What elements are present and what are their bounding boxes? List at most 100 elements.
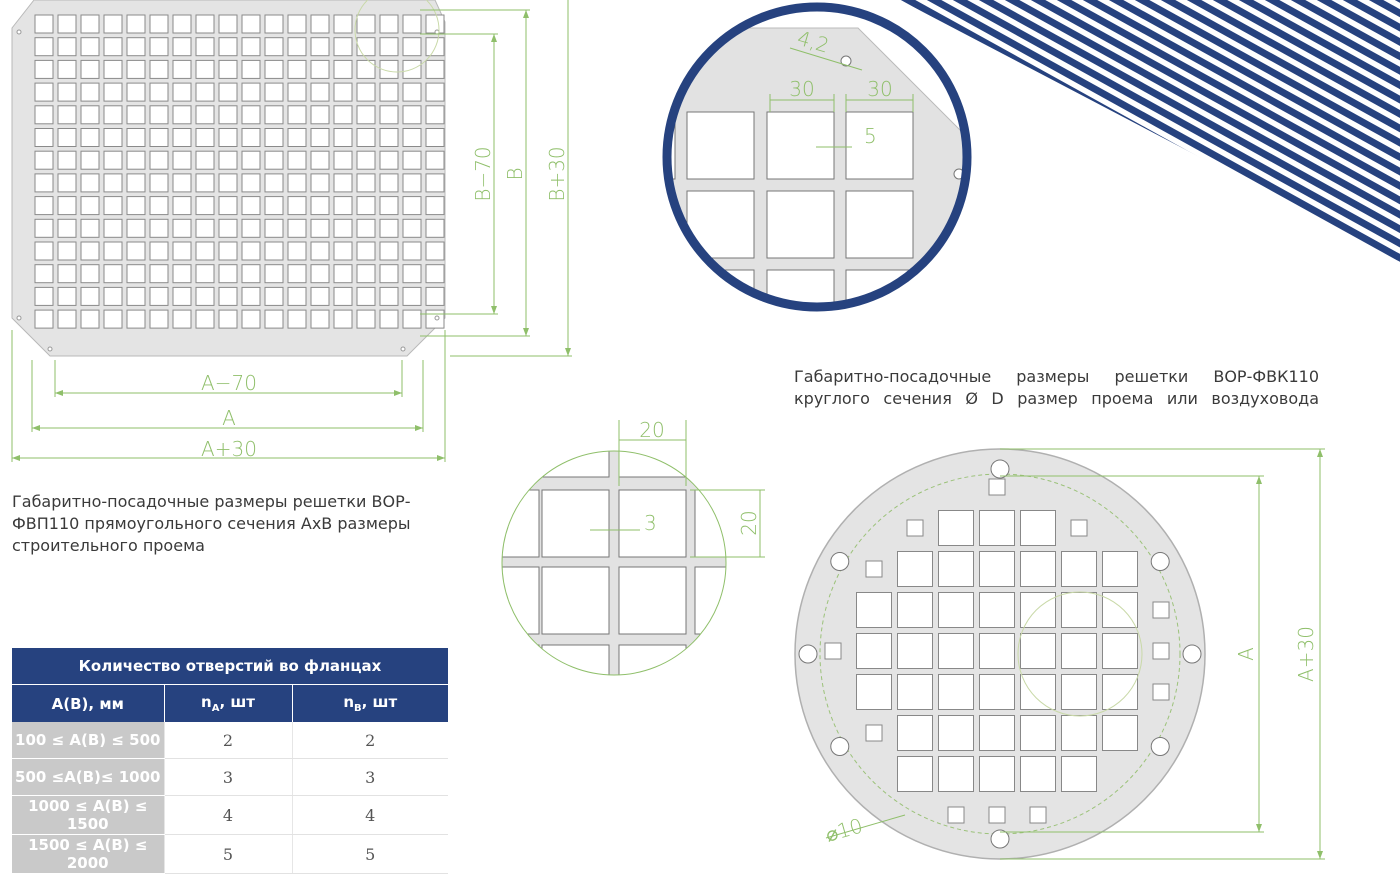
grille-hole <box>126 105 146 125</box>
grille-hole <box>402 309 422 329</box>
grille-hole <box>264 173 284 193</box>
grille-hole <box>126 264 146 284</box>
grille-hole <box>241 82 261 102</box>
grille-hole <box>287 264 307 284</box>
bolt-hole <box>1150 737 1170 756</box>
dim-a: A <box>222 406 236 430</box>
rect-dimension-lines <box>11 0 572 462</box>
grille-hole <box>287 14 307 34</box>
grille-hole <box>356 196 376 216</box>
grille-hole <box>172 105 192 125</box>
grille-hole <box>103 241 123 261</box>
dim-a-minus-70: A−70 <box>201 371 257 395</box>
grille-hole <box>57 218 77 238</box>
grille-hole <box>356 105 376 125</box>
table-cell-nb: 5 <box>291 834 449 874</box>
bolt-hole <box>990 459 1010 479</box>
grille-hole <box>126 309 146 329</box>
grille-hole <box>103 196 123 216</box>
grille-hole <box>34 196 54 216</box>
grille-hole <box>310 105 330 125</box>
grille-hole <box>310 196 330 216</box>
grille-hole <box>402 196 422 216</box>
round-grille-hole <box>1020 674 1056 710</box>
dim-round-hole-dia: ⌀10 <box>823 813 866 846</box>
grille-hole <box>149 128 169 147</box>
bolt-hole <box>830 737 850 756</box>
round-grille-hole <box>979 510 1015 546</box>
grille-hole <box>57 59 77 79</box>
grille-hole <box>333 173 353 193</box>
grille-hole <box>172 82 192 102</box>
grille-hole <box>379 241 399 261</box>
grille-hole <box>34 264 54 284</box>
stripe <box>1148 0 1400 262</box>
grille-hole <box>80 14 100 34</box>
grille-hole <box>241 218 261 238</box>
stripe <box>992 0 1400 262</box>
round-grille-hole <box>938 551 974 587</box>
grille-hole <box>218 218 238 238</box>
dim-detail-cell-1: 30 <box>789 77 814 101</box>
grille-hole <box>103 218 123 238</box>
grille-hole <box>34 150 54 170</box>
grille-hole <box>149 196 169 216</box>
grille-hole <box>34 105 54 125</box>
grille-hole <box>149 264 169 284</box>
grille-hole <box>80 173 100 193</box>
round-grille-small-hole <box>906 519 924 537</box>
small-detail-hole <box>502 451 540 478</box>
detail-mount-hole <box>840 55 852 67</box>
grille-hole <box>333 286 353 306</box>
table-row: 100 ≤ А(В) ≤ 500 2 2 <box>12 722 449 759</box>
grille-hole <box>149 218 169 238</box>
grille-hole <box>287 286 307 306</box>
dim-detail-cell-2: 30 <box>867 77 892 101</box>
grille-hole <box>172 218 192 238</box>
grille-hole <box>333 150 353 170</box>
round-grille-hole <box>1020 551 1056 587</box>
dim-b-minus-70: B−70 <box>471 146 495 201</box>
dim-small-web: 3 <box>644 511 657 535</box>
stripe <box>1252 0 1400 262</box>
grille-hole <box>379 286 399 306</box>
detail-ring <box>662 2 972 312</box>
round-grille-hole <box>856 633 892 669</box>
grille-hole <box>57 173 77 193</box>
grille-hole <box>195 105 215 125</box>
grille-hole <box>379 218 399 238</box>
grille-hole <box>195 241 215 261</box>
round-grille-hole <box>1020 756 1056 792</box>
grille-hole <box>264 241 284 261</box>
grille-hole <box>195 286 215 306</box>
round-grille-hole <box>979 551 1015 587</box>
grille-hole <box>149 241 169 261</box>
grille-hole <box>57 196 77 216</box>
round-grille-hole <box>1020 715 1056 751</box>
grille-hole <box>172 309 192 329</box>
grille-hole <box>195 173 215 193</box>
grille-hole <box>402 128 422 147</box>
grille-hole <box>333 218 353 238</box>
grille-hole <box>126 286 146 306</box>
detail-zoom-view: 4,2 30 30 5 <box>662 2 972 312</box>
small-detail-hole <box>694 566 726 635</box>
round-grille-hole <box>897 592 933 628</box>
grille-hole <box>80 241 100 261</box>
grille-hole <box>379 14 399 34</box>
table-cell-na: 2 <box>163 722 292 759</box>
grille-hole <box>80 37 100 57</box>
grille-hole <box>287 82 307 102</box>
grille-hole <box>241 196 261 216</box>
grille-hole <box>241 264 261 284</box>
grille-hole <box>425 128 445 147</box>
grille-hole <box>103 128 123 147</box>
bolt-hole <box>1182 644 1202 664</box>
grille-hole <box>425 14 445 34</box>
grille-hole <box>425 241 445 261</box>
stripe <box>1018 0 1400 262</box>
grille-hole <box>356 14 376 34</box>
detail-hole <box>686 111 755 180</box>
round-grille-hole <box>897 674 933 710</box>
grille-hole <box>126 196 146 216</box>
